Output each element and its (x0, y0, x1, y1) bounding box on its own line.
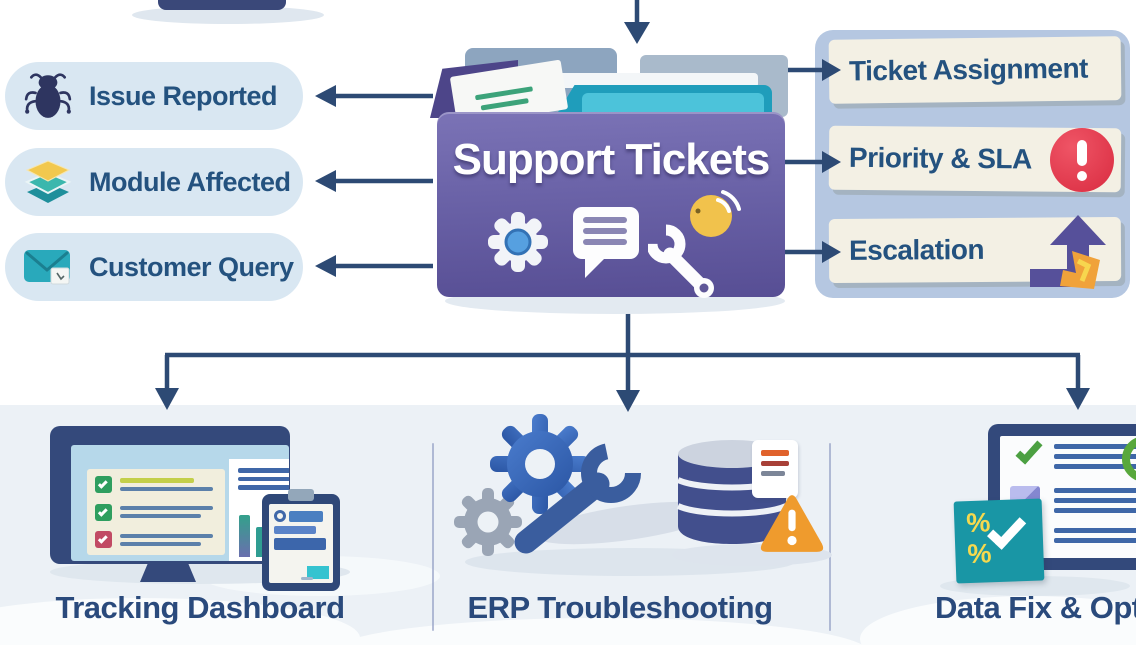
percent-card-icon: % % (953, 498, 1045, 584)
tablet-illustration (262, 489, 340, 591)
checklist (87, 469, 225, 555)
input-label: Customer Query (89, 251, 294, 282)
monitor-stand (140, 562, 196, 582)
tracking-dashboard-illustration (40, 418, 360, 593)
output-label: Escalation (848, 233, 985, 266)
note-line (480, 98, 529, 111)
support-tickets-folder: Support Tickets (420, 40, 820, 320)
input-pill-customer-query: Customer Query (5, 233, 303, 301)
mail-icon (21, 240, 75, 294)
layers-icon (21, 155, 75, 209)
top-cut-shape (158, 0, 286, 10)
text-lines-group (1054, 528, 1136, 543)
percent-symbols: % % (965, 507, 992, 570)
section-label-erp-troubleshooting: ERP Troubleshooting (467, 590, 773, 625)
output-label: Priority & SLA (848, 141, 1032, 175)
data-fix-illustration: % % (930, 408, 1136, 596)
monitor-illustration (50, 426, 290, 564)
refresh-arrow-icon (1122, 436, 1136, 482)
escalation-arrow-icon (1018, 212, 1122, 297)
checkbox-red-icon (95, 531, 112, 548)
checkbox-green-icon (95, 503, 112, 521)
checklist-row (95, 476, 217, 493)
input-pill-module-affected: Module Affected (5, 148, 303, 216)
document-icon (752, 440, 798, 498)
top-shape-shadow (132, 6, 324, 24)
clipboard-clip (288, 489, 314, 501)
text-lines-group (1054, 444, 1136, 469)
section-label-data-fix: Data Fix & Optim (935, 590, 1136, 625)
section-divider (829, 443, 831, 631)
bell-icon (690, 195, 732, 237)
gear-gray-icon (452, 486, 524, 563)
tablet-screen (269, 504, 333, 583)
input-label: Issue Reported (89, 80, 278, 111)
output-label: Ticket Assignment (848, 52, 1089, 87)
gear-blue-icon (488, 412, 592, 521)
checkbox-green-icon (95, 476, 112, 493)
teal-chip (307, 566, 329, 579)
checkmark-icon (987, 509, 1027, 550)
checklist-row (95, 503, 217, 521)
wrench-blue-icon (510, 442, 660, 565)
monitor-screen (71, 445, 289, 561)
section-label-tracking-dashboard: Tracking Dashboard (55, 590, 345, 625)
checkmark-icon (1015, 436, 1043, 465)
alert-icon (1050, 128, 1114, 192)
text-lines-group (1054, 488, 1136, 513)
section-divider (432, 443, 434, 631)
output-box-ticket-assignment: Ticket Assignment (828, 36, 1122, 104)
input-pill-issue-reported: Issue Reported (5, 62, 303, 130)
outputs-panel: Ticket Assignment Priority & SLA Escalat… (815, 30, 1130, 298)
warning-icon (758, 492, 826, 559)
erp-troubleshooting-illustration (440, 408, 840, 593)
folder-title: Support Tickets (452, 135, 771, 184)
bug-icon (21, 69, 75, 123)
input-label: Module Affected (89, 166, 291, 197)
checklist-row (95, 531, 217, 548)
